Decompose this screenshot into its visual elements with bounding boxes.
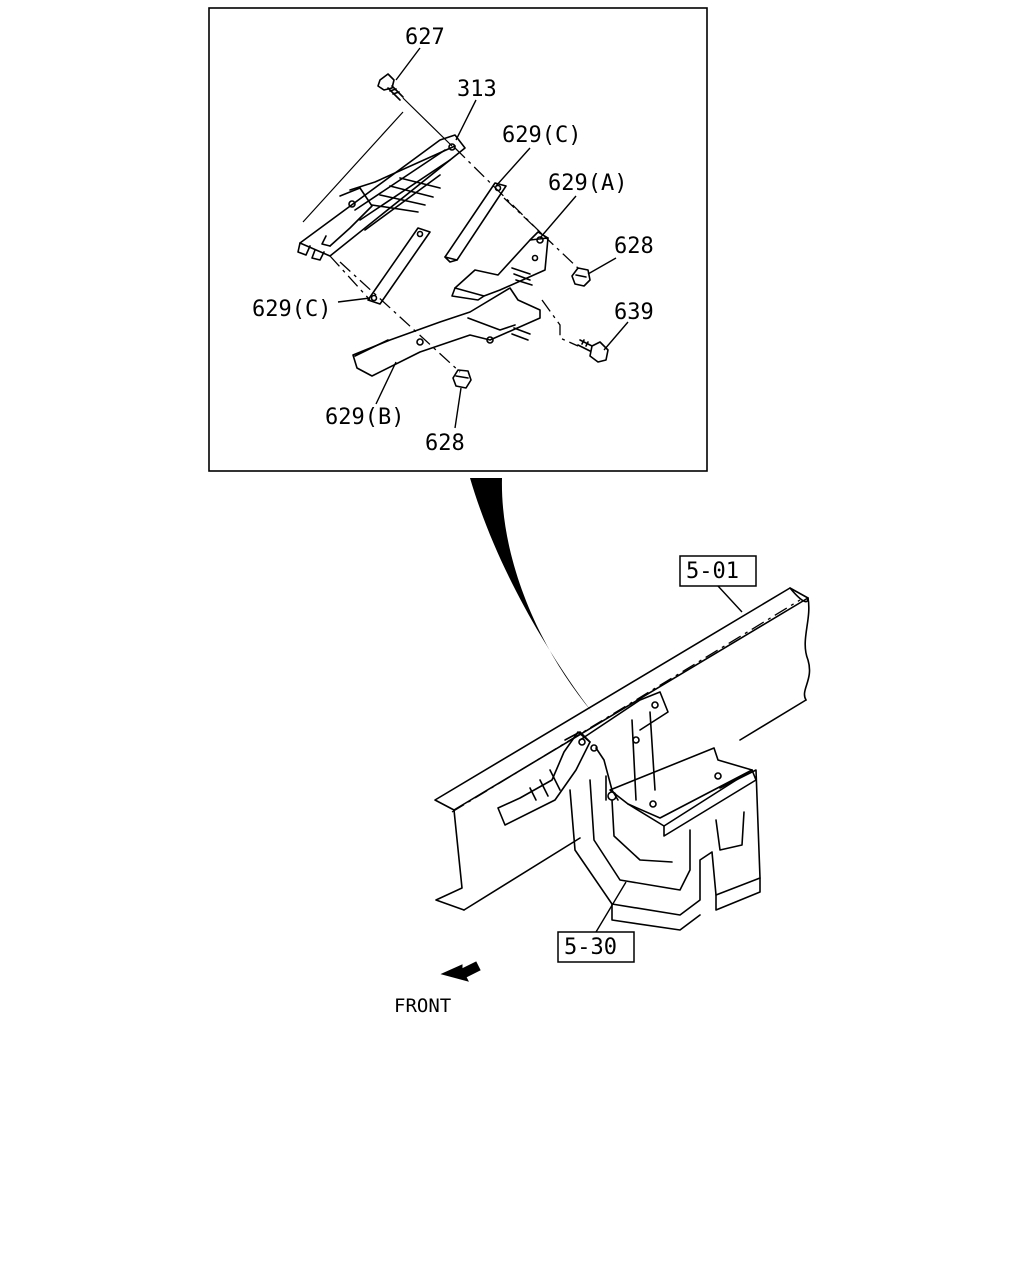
exploded-assembly [297,73,609,389]
label-628-lower: 628 [425,431,465,456]
bolt-639 [577,339,609,363]
label-629c-upper: 629(C) [502,123,581,148]
bolt-627 [377,73,404,101]
frame-rail [434,587,811,911]
label-313: 313 [457,77,497,102]
label-639: 639 [614,300,654,325]
label-629b: 629(B) [325,405,404,430]
label-628-upper: 628 [614,234,654,259]
ref-box-5-01: 5-01 [679,555,757,587]
bracket-629a [451,231,549,301]
front-direction-arrow-icon [440,961,481,982]
label-629c-left: 629(C) [252,297,331,322]
bracket-629b [352,287,541,377]
detail-callout-pointer [470,478,592,712]
detail-inset-frame [208,7,708,472]
label-627: 627 [405,25,445,50]
ref-box-5-30: 5-30 [557,931,635,963]
label-629a: 629(A) [548,171,627,196]
nut-628-lower [452,369,472,389]
bracket-313 [297,134,466,261]
installed-bracket-assembly [497,731,619,826]
plate-629c-left [367,227,431,305]
support-bracket [579,691,757,837]
ref-label-5-01: 5-01 [686,559,739,584]
crossmember [569,769,761,931]
ref-label-5-30: 5-30 [564,935,617,960]
front-label: FRONT [394,995,451,1017]
